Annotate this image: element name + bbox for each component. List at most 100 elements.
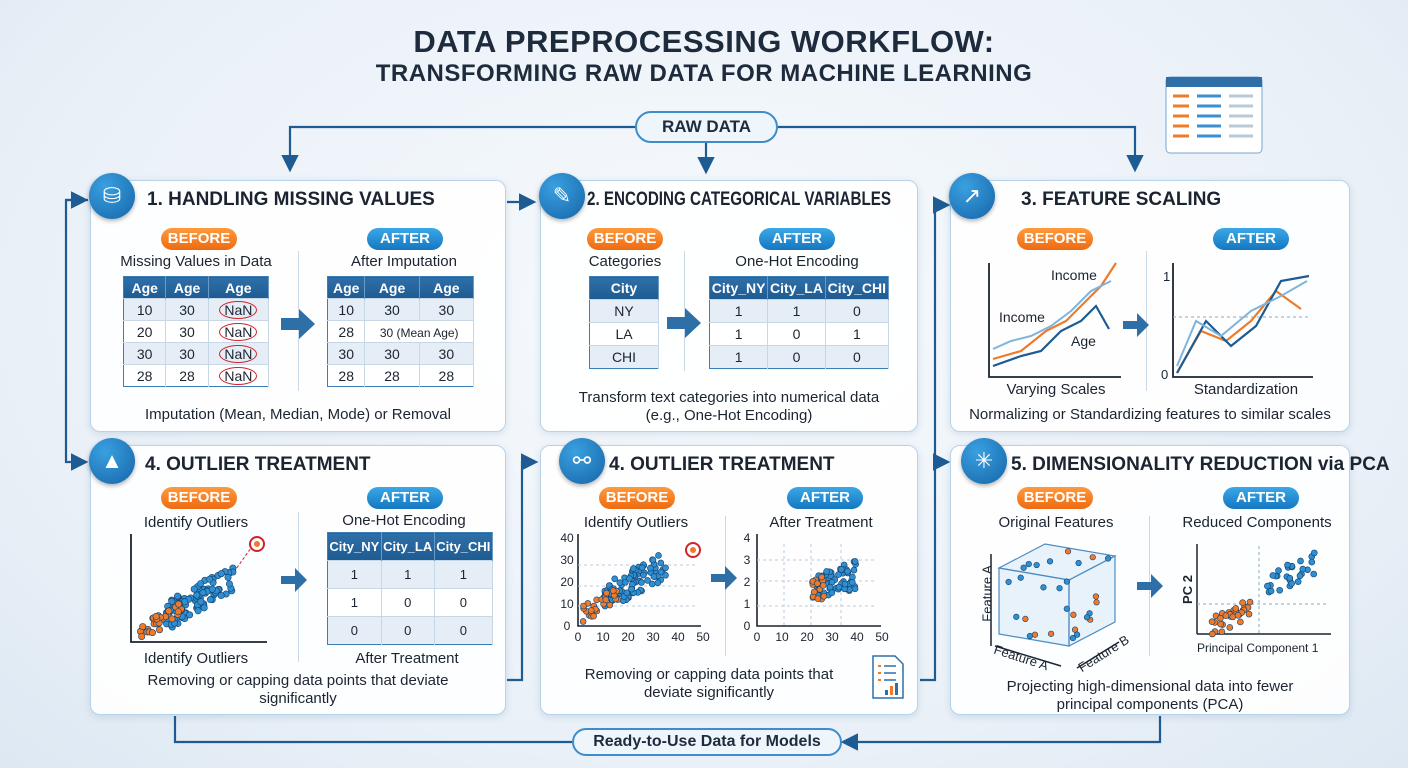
table-cell: 30	[123, 342, 167, 365]
cell-value: 0	[459, 595, 467, 610]
table-cell: 0	[434, 616, 494, 645]
axis-tick-label: 0	[744, 619, 751, 633]
data-point	[810, 588, 818, 596]
table-cell: 28	[123, 364, 167, 387]
data-point	[1286, 574, 1294, 582]
axis-tick-label: 0	[754, 630, 761, 644]
scaling-charts	[988, 262, 1313, 378]
data-point	[644, 577, 651, 584]
cell-value: 0	[404, 623, 412, 638]
axis-tick-label: 2	[744, 575, 751, 589]
table-cell: NaN	[208, 364, 270, 387]
missing-value-marker: NaN	[219, 300, 258, 319]
data-point	[654, 579, 662, 587]
after-title: Reduced Components	[1182, 514, 1332, 531]
cell-value: 30	[179, 301, 195, 318]
data-point	[1063, 578, 1070, 585]
data-point	[818, 573, 826, 581]
data-point	[835, 583, 843, 591]
data-point	[1294, 578, 1302, 585]
data-point	[655, 552, 662, 559]
cell-value: 1	[350, 567, 358, 582]
data-point	[823, 568, 830, 575]
main-title: DATA PREPROCESSING WORKFLOW:	[413, 24, 995, 59]
data-point	[1297, 557, 1304, 565]
data-point	[1033, 561, 1040, 569]
caption: Normalizing or Standardizing features to…	[969, 406, 1331, 423]
data-point	[814, 580, 821, 587]
after-title: One-Hot Encoding	[342, 512, 466, 529]
table-cell: 1	[709, 345, 769, 369]
table-cell: 0	[327, 616, 382, 645]
data-point	[148, 629, 156, 637]
before-badge: BEFORE	[599, 487, 675, 509]
column-header: City_NY	[709, 276, 769, 300]
data-point	[1245, 610, 1253, 618]
data-point	[1056, 585, 1063, 592]
table-cell: CHI	[589, 345, 659, 369]
cell-value: 1	[852, 326, 861, 342]
data-point	[1025, 561, 1032, 568]
data-point	[650, 573, 658, 580]
data-point	[640, 571, 647, 579]
data-point	[590, 612, 597, 620]
data-point	[1069, 634, 1077, 642]
data-point	[657, 568, 665, 576]
ready-data-node: Ready-to-Use Data for Models	[572, 728, 842, 756]
cell-value: 1	[734, 326, 743, 342]
panel-title: 5. DIMENSIONALITY REDUCTION via PCA	[1011, 454, 1390, 475]
data-point	[580, 602, 587, 610]
cell-value: 30	[384, 345, 400, 362]
cell-value: 1	[792, 303, 801, 319]
table-cell: NY	[589, 299, 659, 323]
data-point	[1075, 559, 1082, 567]
table-cell: 30	[165, 320, 209, 343]
cell-value: 30	[338, 345, 354, 362]
cell-value: 0	[404, 595, 412, 610]
panel-title: 3. FEATURE SCALING	[1021, 189, 1222, 210]
arrow-right-icon	[281, 309, 315, 339]
data-point	[844, 568, 851, 575]
feature-a-axis-label: Feature A	[979, 565, 995, 622]
data-point	[224, 573, 232, 581]
cell-value: LA	[615, 326, 633, 342]
table-cell: 28	[419, 364, 475, 387]
table-row: LA	[589, 322, 659, 346]
table-cell: 1	[434, 560, 494, 589]
column-header: Age	[123, 276, 167, 299]
tick-0: 0	[1161, 367, 1169, 382]
data-point	[1022, 615, 1029, 623]
data-point	[1105, 555, 1112, 562]
before-title: Varying Scales	[1006, 381, 1106, 398]
panel-outlier-1: ▲ 4. OUTLIER TREATMENT BEFORE AFTER Iden…	[89, 438, 506, 715]
panel-title: 4. OUTLIER TREATMENT	[145, 454, 371, 475]
after-badge: AFTER	[1223, 487, 1299, 509]
data-point	[848, 579, 856, 586]
cell-value: 20	[136, 323, 153, 340]
column-header: Age	[165, 276, 209, 299]
axis-tick-label: 50	[696, 630, 710, 644]
data-point	[1218, 628, 1226, 636]
cell-value: 1	[350, 595, 358, 610]
after-badge: AFTER	[367, 228, 443, 250]
data-point	[616, 579, 624, 586]
data-point	[838, 566, 845, 573]
cell-value: 0	[852, 349, 861, 365]
table-cell: 0	[767, 322, 826, 346]
table-row: 0 0 0	[327, 616, 494, 645]
data-point	[587, 607, 595, 614]
axis-tick-label: 50	[875, 630, 889, 644]
data-point	[1092, 593, 1100, 600]
cell-value: 28	[438, 367, 455, 384]
data-point	[1237, 618, 1244, 626]
after-badge: AFTER	[787, 487, 863, 509]
panel-outlier-2: ⚯ 4. OUTLIER TREATMENT BEFORE AFTER Iden…	[540, 438, 918, 715]
